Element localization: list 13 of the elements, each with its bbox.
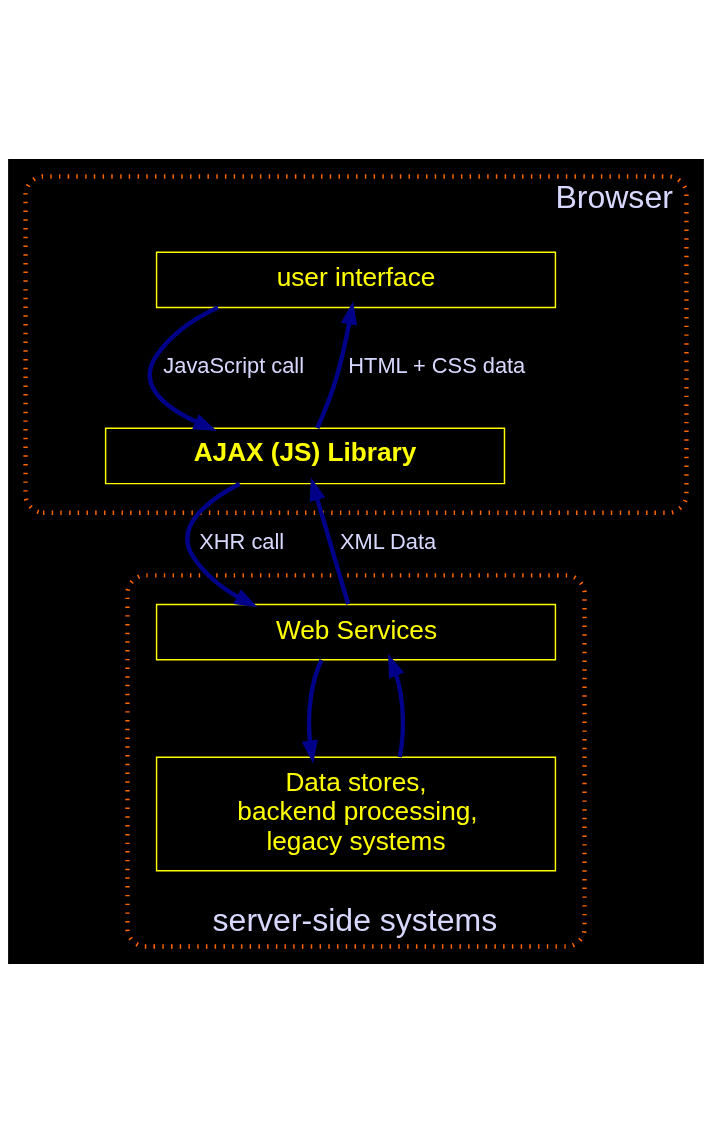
node-box: Data stores, backend processing, legacy systems <box>155 756 557 872</box>
node-box: Web Services <box>155 603 557 660</box>
edge-label: JavaScript call <box>163 352 305 378</box>
edge-label: XHR call <box>199 528 285 554</box>
node-box: user interface <box>155 250 557 308</box>
arrow <box>147 305 219 431</box>
arrow <box>301 658 324 764</box>
edge-label: XML Data <box>339 528 437 554</box>
arrow <box>388 653 406 758</box>
edge-label: HTML + CSS data <box>348 352 526 378</box>
node-box: AJAX (JS) Library <box>104 427 506 484</box>
arrow <box>315 300 358 429</box>
arrow <box>309 476 351 605</box>
